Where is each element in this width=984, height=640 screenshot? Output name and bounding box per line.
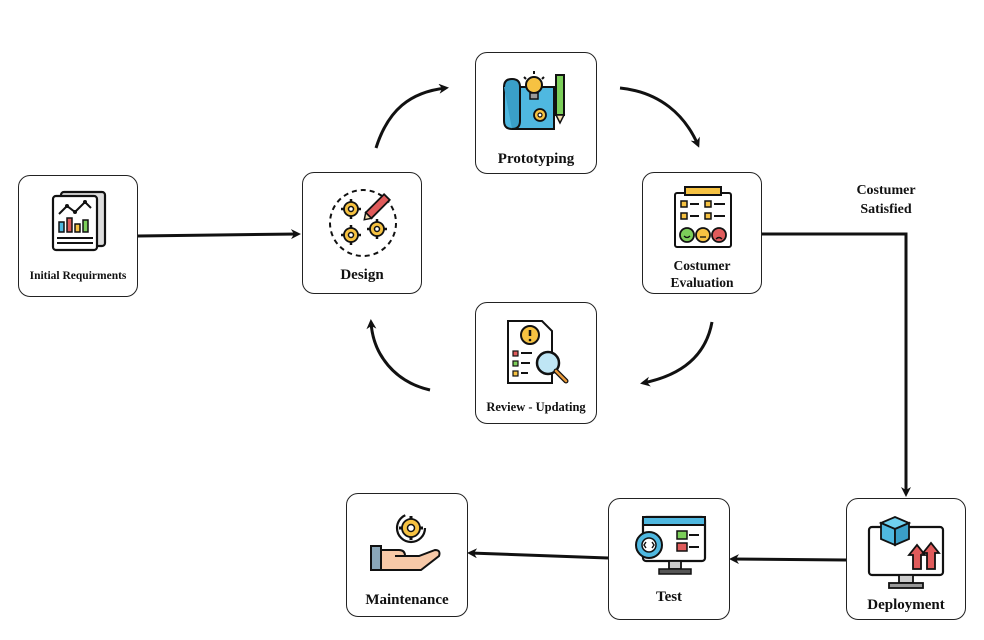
arrow-deployment-to-test — [729, 554, 847, 565]
node-initial-label: Initial Requirments — [29, 270, 127, 282]
blueprint-idea-icon — [503, 71, 566, 130]
gears-pencil-icon — [329, 189, 397, 257]
node-test[interactable]: Test — [608, 498, 730, 620]
document-search-icon — [507, 320, 569, 384]
node-customer-evaluation[interactable]: Costumer Evaluation — [642, 172, 762, 294]
node-maintenance-label: Maintenance — [365, 592, 449, 608]
node-design-label: Design — [340, 267, 384, 283]
evaluation-label-line2: Evaluation — [670, 275, 734, 290]
report-chart-icon — [51, 190, 107, 252]
node-test-label: Test — [655, 589, 683, 605]
hand-gear-icon — [370, 512, 441, 571]
arrow-review-to-design — [366, 319, 431, 392]
satisfied-line2: Satisfied — [860, 202, 912, 217]
node-deployment-label: Deployment — [867, 597, 945, 613]
node-deployment[interactable]: Deployment — [846, 498, 966, 620]
monitor-code-icon — [635, 515, 707, 575]
customer-satisfied-label: Costumer Satisfied — [826, 181, 946, 219]
node-initial-requirements[interactable]: Initial Requirments — [18, 175, 138, 297]
evaluation-label-line1: Costumer — [673, 258, 731, 273]
node-design[interactable]: Design — [302, 172, 422, 294]
arrow-test-to-maintenance — [467, 548, 609, 560]
node-evaluation-label: Costumer Evaluation — [643, 257, 761, 291]
node-review-label: Review - Updating — [486, 400, 586, 414]
monitor-cube-icon — [867, 516, 945, 589]
node-review-updating[interactable]: Review - Updating — [475, 302, 597, 424]
arrow-evaluation-to-deployment — [762, 232, 911, 497]
arrow-evaluation-to-review — [640, 321, 714, 387]
arrow-initial-to-design — [137, 229, 301, 240]
node-prototyping[interactable]: Prototyping — [475, 52, 597, 174]
node-prototyping-label: Prototyping — [497, 151, 575, 167]
arrow-prototyping-to-evaluation — [619, 86, 700, 148]
arrow-design-to-prototyping — [374, 83, 449, 149]
feedback-checklist-icon — [674, 186, 732, 248]
satisfied-line1: Costumer — [856, 183, 916, 198]
node-maintenance[interactable]: Maintenance — [346, 493, 468, 617]
